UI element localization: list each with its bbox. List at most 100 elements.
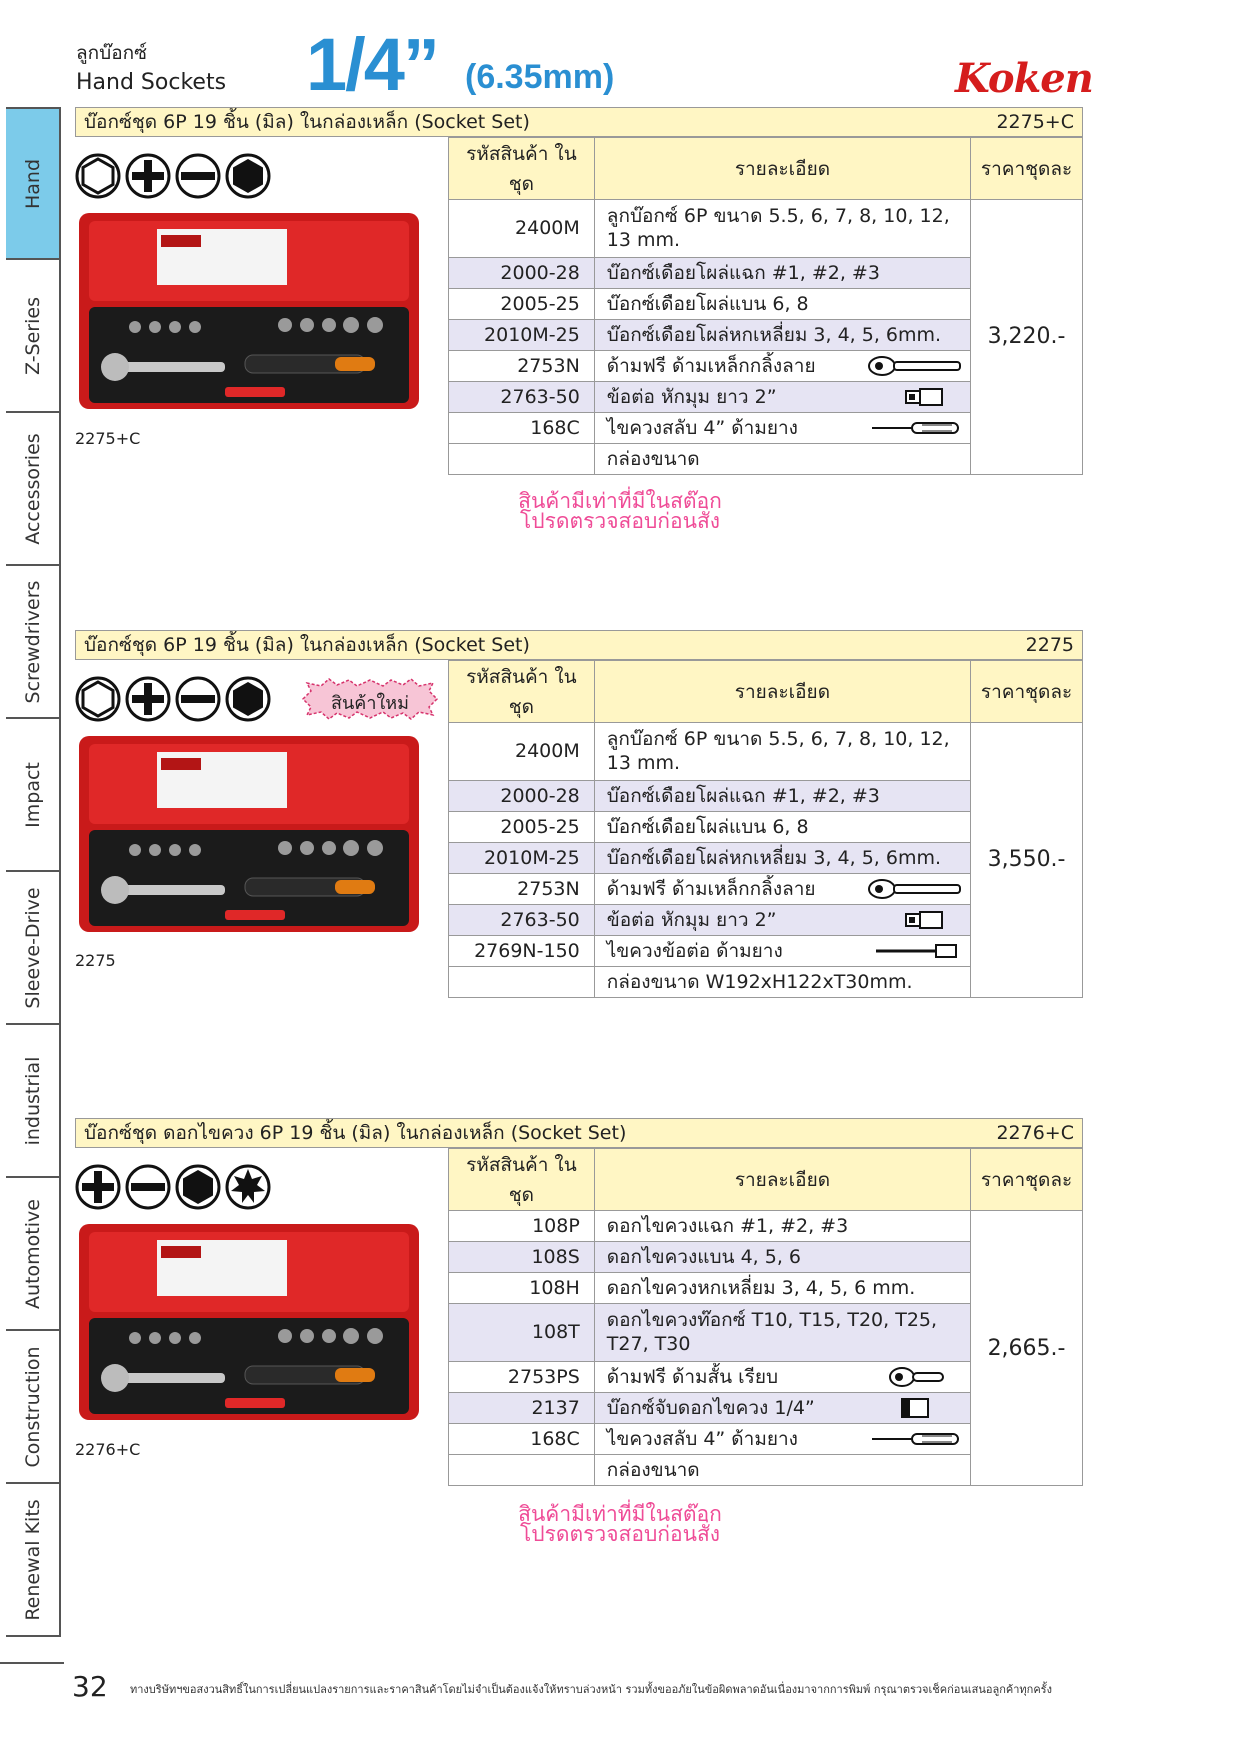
stock-note: สินค้ามีเท่าที่มีในสต๊อก โปรดตรวจสอบก่อน… [470,1502,770,1546]
table-row: กล่องขนาด [448,1454,1083,1486]
product-photo [75,1218,423,1430]
table-row: กล่องขนาด [448,443,1083,475]
table-row: 168C ไขควงสลับ 4” ด้ามยาง [448,412,1083,444]
sidebar-tab-label: Automotive [21,1198,44,1309]
item-code [448,966,595,998]
item-desc: ลูกบ๊อกซ์ 6P ขนาด 5.5, 6, 7, 8, 10, 12, … [593,199,972,258]
section-model: 2276+C [996,1122,1074,1144]
table-row: กล่องขนาด W192xH122xT30mm. [448,966,1083,998]
slotted-icon [175,676,221,722]
new-product-badge: สินค้าใหม่ [297,677,443,721]
table-row: 2010M-25 บ๊อกซ์เดือยโผล่หกเหลี่ยม 3, 4, … [448,842,1083,874]
sidebar-tab-sleeve-drive[interactable]: Sleeve-Drive [6,872,61,1025]
hex-bit-icon [175,1164,221,1210]
sidebar-tab-label: Screwdrivers [21,580,44,703]
sidebar-tab-label: Renewal Kits [21,1498,44,1621]
section-title: บ๊อกซ์ชุด ดอกไขควง 6P 19 ชิ้น (มิล) ในกล… [84,1122,627,1144]
short-ratchet-icon [866,1364,964,1390]
item-desc: ดอกไขควงท๊อกซ์ T10, T15, T20, T25, T27, … [593,1303,972,1362]
table-row: 2763-50 ข้อต่อ หักมุม ยาว 2” [448,381,1083,413]
item-code: 2763-50 [448,381,595,413]
product-section-2276c: บ๊อกซ์ชุด ดอกไขควง 6P 19 ชิ้น (มิล) ในกล… [75,1118,1083,1486]
sidebar-tab-screwdrivers[interactable]: Screwdrivers [6,566,61,719]
category-thai-title: ลูกบ๊อกซ์ [76,42,148,64]
col-header-price: ราคาชุดละ [970,1148,1083,1211]
sidebar-tab-hand[interactable]: Hand [6,107,61,260]
table-row: 2400M ลูกบ๊อกซ์ 6P ขนาด 5.5, 6, 7, 8, 10… [448,722,1083,998]
item-desc: ไขควงสลับ 4” ด้ามยาง [606,417,798,439]
bit-holder-icon [866,1395,964,1421]
section-title: บ๊อกซ์ชุด 6P 19 ชิ้น (มิล) ในกล่องเหล็ก … [84,111,530,133]
footer-divider [0,1662,64,1664]
sidebar-tab-industrial[interactable]: industrial [6,1025,61,1178]
item-desc: ดอกไขควงแบน 4, 5, 6 [593,1241,972,1273]
table-row: 2005-25 บ๊อกซ์เดือยโผล่แบน 6, 8 [448,288,1083,320]
table-row: 2753N ด้ามฟรี ด้ามเหล็กกลิ้งลาย [448,873,1083,905]
sidebar-tab-automotive[interactable]: Automotive [6,1178,61,1331]
col-header-code: รหัสสินค้า ในชุด [448,137,595,200]
item-code: 108P [448,1210,595,1242]
sidebar-tab-accessories[interactable]: Accessories [6,413,61,566]
item-desc-cell: ข้อต่อ หักมุม ยาว 2” [593,381,972,413]
section-title-bar: บ๊อกซ์ชุด ดอกไขควง 6P 19 ชิ้น (มิล) ในกล… [75,1118,1083,1148]
item-desc: ข้อต่อ หักมุม ยาว 2” [606,909,777,931]
col-header-desc: รายละเอียด [593,660,972,723]
table-row: 2753N ด้ามฟรี ด้ามเหล็กกลิ้งลาย [448,350,1083,382]
item-desc: บ๊อกซ์เดือยโผล่แบน 6, 8 [593,811,972,843]
section-model: 2275 [1025,634,1074,656]
table-header-row: รหัสสินค้า ในชุด รายละเอียด ราคาชุดละ [448,137,1083,200]
item-code: 2400M [448,199,595,258]
ratchet-icon [866,353,964,379]
adapter-icon [866,384,964,410]
slotted-icon [125,1164,171,1210]
item-desc: ด้ามฟรี ด้ามสั้น เรียบ [606,1366,779,1388]
ratchet-icon [866,876,964,902]
item-desc: บ๊อกซ์จับดอกไขควง 1/4” [606,1397,815,1419]
extension-driver-icon [866,938,964,964]
slotted-icon [175,153,221,199]
bit-type-icons [75,1164,271,1214]
table-row: 2753PS ด้ามฟรี ด้ามสั้น เรียบ [448,1361,1083,1393]
stock-note-line1: สินค้ามีเท่าที่มีในสต๊อก [518,1502,722,1526]
section-model: 2275+C [996,111,1074,133]
item-code: 108H [448,1272,595,1304]
table-row: 168C ไขควงสลับ 4” ด้ามยาง [448,1423,1083,1455]
stock-note-line2: โปรดตรวจสอบก่อนสั่ง [519,1522,721,1546]
product-section-2275c: บ๊อกซ์ชุด 6P 19 ชิ้น (มิล) ในกล่องเหล็ก … [75,107,1083,475]
item-desc: กล่องขนาด [593,1454,972,1486]
item-code: 2000-28 [448,257,595,289]
col-header-desc: รายละเอียด [593,137,972,200]
table-row: 108H ดอกไขควงหกเหลี่ยม 3, 4, 5, 6 mm. [448,1272,1083,1304]
table-row: 2400M ลูกบ๊อกซ์ 6P ขนาด 5.5, 6, 7, 8, 10… [448,199,1083,475]
item-code: 2753N [448,873,595,905]
sidebar-tab-renewal-kits[interactable]: Renewal Kits [6,1484,61,1637]
page-number: 32 [72,1670,108,1703]
item-desc-cell: ด้ามฟรี ด้ามสั้น เรียบ [593,1361,972,1393]
badge-burst-icon [301,678,439,720]
sidebar-tab-construction[interactable]: Construction [6,1331,61,1484]
item-code [448,1454,595,1486]
spec-table: รหัสสินค้า ในชุด รายละเอียด ราคาชุดละ 24… [448,137,1083,475]
badge-label: สินค้าใหม่ [331,693,409,714]
product-section-2275: บ๊อกซ์ชุด 6P 19 ชิ้น (มิล) ในกล่องเหล็ก … [75,630,1083,998]
item-desc: ด้ามฟรี ด้ามเหล็กกลิ้งลาย [606,355,816,377]
item-code: 108T [448,1303,595,1362]
category-english-title: Hand Sockets [76,70,227,95]
section-title: บ๊อกซ์ชุด 6P 19 ชิ้น (มิล) ในกล่องเหล็ก … [84,634,530,656]
spec-table: รหัสสินค้า ในชุด รายละเอียด ราคาชุดละ 10… [448,1148,1083,1486]
item-code: 2753N [448,350,595,382]
item-code: 108S [448,1241,595,1273]
item-desc: ดอกไขควงแฉก #1, #2, #3 [593,1210,972,1242]
item-code: 2005-25 [448,811,595,843]
section-title-bar: บ๊อกซ์ชุด 6P 19 ชิ้น (มิล) ในกล่องเหล็ก … [75,107,1083,137]
bit-type-icons [75,153,271,203]
item-code: 2010M-25 [448,319,595,351]
item-code: 168C [448,1423,595,1455]
stock-note-line1: สินค้ามีเท่าที่มีในสต๊อก [518,489,722,513]
col-header-code: รหัสสินค้า ในชุด [448,660,595,723]
sidebar-tab-impact[interactable]: Impact [6,719,61,872]
table-header-row: รหัสสินค้า ในชุด รายละเอียด ราคาชุดละ [448,1148,1083,1211]
sidebar-tab-z-series[interactable]: Z-Series [6,260,61,413]
item-code: 2753PS [448,1361,595,1393]
drive-size-mm: (6.35mm) [465,58,615,96]
